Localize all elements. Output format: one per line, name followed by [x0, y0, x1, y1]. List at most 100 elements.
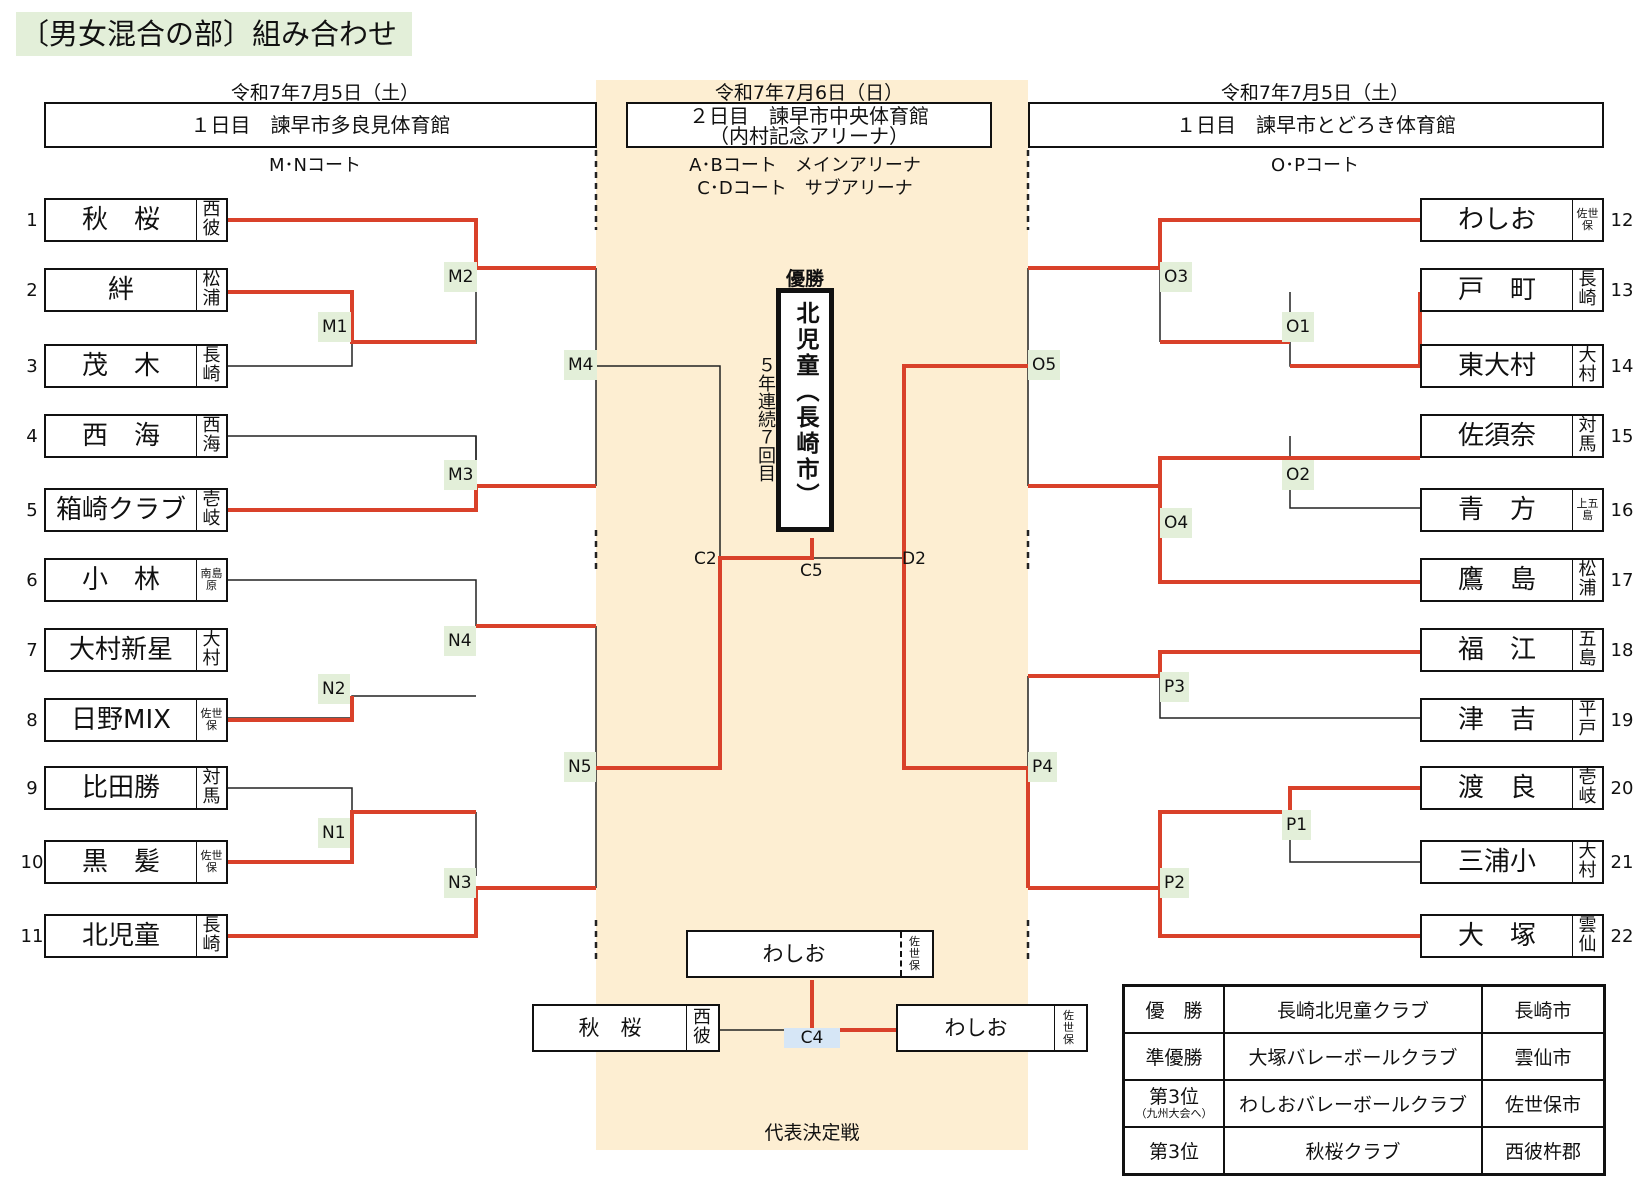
center-venue-line2: （内村記念アリーナ）	[709, 124, 909, 148]
team-number: 3	[26, 356, 38, 377]
team-name: 北児童	[81, 921, 160, 951]
match-label-n4: N4	[444, 626, 476, 656]
team-name: 小 林	[81, 565, 160, 595]
team-name: 大村新星	[68, 635, 173, 665]
team-number: 8	[26, 710, 38, 731]
team-name: 鷹 島	[1457, 565, 1536, 595]
team-name: 渡 良	[1457, 773, 1536, 803]
result-rank: 優 勝	[1122, 984, 1225, 1034]
team-region: 長崎	[1572, 270, 1602, 310]
team-region: 雲仙	[1572, 916, 1602, 956]
team-name: わしお	[1457, 205, 1536, 235]
team-number: 4	[26, 426, 38, 447]
team-number: 5	[26, 500, 38, 521]
result-rank-sub: （九州大会へ）	[1135, 1106, 1213, 1120]
team-name: 絆	[107, 275, 134, 305]
center-venue-line1: ２日目 諫早市中央体育館	[689, 104, 929, 128]
result-team: わしおバレーボールクラブ	[1223, 1079, 1483, 1128]
team-region: 松浦	[1572, 560, 1602, 600]
result-row: 優 勝 長崎北児童クラブ 長崎市	[1122, 984, 1606, 1034]
left-courts: M･Nコート	[269, 155, 361, 176]
team-region: 西彼	[686, 1006, 718, 1050]
result-row: 準優勝 大塚バレーボールクラブ 雲仙市	[1122, 1032, 1606, 1081]
team-number: 22	[1610, 926, 1634, 947]
team-number: 14	[1610, 356, 1634, 377]
team-number: 17	[1610, 570, 1634, 591]
team-name: わしお	[762, 942, 826, 966]
center-courts-ab: A･Bコート メインアリーナ	[689, 155, 921, 176]
team-name: わしお	[944, 1016, 1008, 1040]
result-team: 秋桜クラブ	[1223, 1126, 1483, 1176]
match-label-n1: N1	[318, 818, 350, 848]
team-number: 7	[26, 640, 38, 661]
match-label-n3: N3	[444, 868, 476, 898]
left-venue: １日目 諫早市多良見体育館	[44, 102, 597, 148]
right-date: 令和7年7月5日（土）	[1220, 82, 1410, 104]
champion-label: 優勝	[786, 268, 825, 290]
result-team: 長崎北児童クラブ	[1223, 984, 1483, 1034]
team-name: 秋 桜	[81, 205, 160, 235]
match-label-n5: N5	[564, 752, 596, 782]
team-number: 1	[26, 210, 38, 231]
match-label-n2: N2	[318, 674, 350, 704]
playoff-left-team: 秋 桜 西彼	[532, 1004, 720, 1052]
center-courts-cd: C･Dコート サブアリーナ	[697, 178, 913, 199]
final-results-table: 優 勝 長崎北児童クラブ 長崎市 準優勝 大塚バレーボールクラブ 雲仙市 第3位…	[1122, 984, 1606, 1176]
team-region: 南島原	[196, 560, 226, 600]
match-label-o1: O1	[1282, 312, 1315, 342]
team-region: 西彼	[196, 200, 226, 240]
team-number: 15	[1610, 426, 1634, 447]
result-team: 大塚バレーボールクラブ	[1223, 1032, 1483, 1081]
team-region: 長崎	[196, 916, 226, 956]
team-name: 黒 髪	[81, 847, 160, 877]
team-number: 21	[1610, 852, 1634, 873]
match-label-p4: P4	[1028, 752, 1058, 782]
result-city: 西彼杵郡	[1481, 1126, 1606, 1176]
team-region: 対馬	[1572, 416, 1602, 456]
playoff-top-team: わしお 佐世保	[686, 930, 934, 978]
team-number: 9	[26, 778, 38, 799]
team-number: 2	[26, 280, 38, 301]
playoff-right-team: わしお 佐世保	[896, 1004, 1088, 1052]
team-name: 西 海	[81, 421, 160, 451]
team-region: 上五島	[1572, 490, 1602, 530]
team-name: 秋 桜	[578, 1016, 642, 1040]
team-number: 20	[1610, 778, 1634, 799]
team-region: 佐世保	[196, 842, 226, 882]
result-rank: 第3位	[1148, 1086, 1200, 1108]
team-name: 津 吉	[1457, 705, 1536, 735]
match-label-p1: P1	[1282, 810, 1312, 840]
team-region: 西海	[196, 416, 226, 456]
team-name: 青 方	[1457, 495, 1536, 525]
team-name: 比田勝	[81, 773, 160, 803]
team-number: 10	[20, 852, 44, 873]
team-region: 五島	[1572, 630, 1602, 670]
result-rank: 準優勝	[1122, 1032, 1225, 1081]
team-region: 壱岐	[1572, 768, 1602, 808]
match-label-p3: P3	[1160, 672, 1190, 702]
match-label-m2: M2	[444, 262, 478, 292]
team-region: 佐世保	[196, 700, 226, 740]
result-row: 第3位 （九州大会へ） わしおバレーボールクラブ 佐世保市	[1122, 1079, 1606, 1128]
team-number: 11	[20, 926, 44, 947]
result-rank: 第3位	[1122, 1126, 1225, 1176]
team-name: 茂 木	[81, 351, 160, 381]
left-date: 令和7年7月5日（土）	[230, 82, 420, 104]
team-name: 東大村	[1457, 351, 1536, 381]
result-city: 長崎市	[1481, 984, 1606, 1034]
playoff-title: 代表決定戦	[764, 1122, 860, 1144]
match-label-p2: P2	[1160, 868, 1190, 898]
team-region: 佐世保	[900, 932, 930, 976]
page-title: 〔男女混合の部〕組み合わせ	[16, 12, 412, 56]
team-region: 対馬	[196, 768, 226, 808]
match-label-o2: O2	[1282, 460, 1315, 490]
match-label-d2: D2	[902, 549, 926, 569]
team-name: 箱崎クラブ	[55, 495, 186, 525]
team-number: 13	[1610, 280, 1634, 301]
team-region: 壱岐	[196, 490, 226, 530]
result-row: 第3位 秋桜クラブ 西彼杵郡	[1122, 1126, 1606, 1176]
team-number: 16	[1610, 500, 1634, 521]
result-city: 佐世保市	[1481, 1079, 1606, 1128]
match-label-c2: C2	[694, 549, 717, 569]
